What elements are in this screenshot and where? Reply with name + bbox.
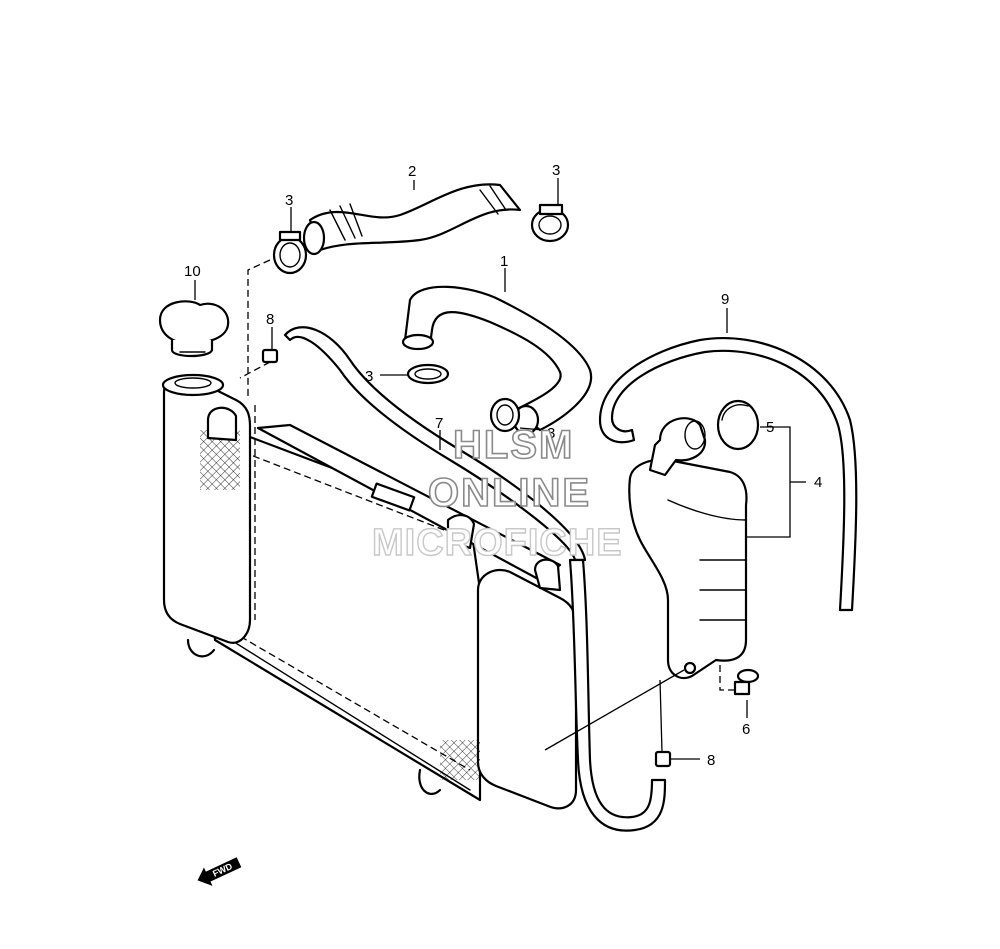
hose-clamp-lower <box>489 397 521 433</box>
callout-7: 7 <box>435 415 443 432</box>
callout-4: 4 <box>814 474 822 491</box>
watermark-line-3: MICROFICHE <box>372 522 623 564</box>
watermark-line-2: ONLINE <box>428 471 591 515</box>
radiator-cap <box>158 300 230 358</box>
callout-10: 10 <box>184 263 201 280</box>
hose-clip-upper <box>261 348 279 364</box>
hose-clip-lower <box>654 750 672 768</box>
overflow-hose-7 <box>283 326 667 832</box>
callout-9: 9 <box>721 291 729 308</box>
callout-3-middle: 3 <box>365 368 373 385</box>
assembly-lines <box>239 259 738 753</box>
reservoir-vent-hose-9 <box>598 337 858 612</box>
forward-direction-arrow: FWD <box>197 857 242 886</box>
watermark: HLSM ONLINE MICROFICHE <box>371 422 623 565</box>
leader-lines <box>194 178 806 760</box>
lower-radiator-hose <box>401 285 593 436</box>
callout-5: 5 <box>766 419 774 436</box>
callout-3-upper-right: 3 <box>552 162 560 179</box>
callout-8-upper: 8 <box>266 311 274 328</box>
mounting-bolt <box>733 668 760 696</box>
reservoir-tank <box>628 417 748 680</box>
callout-1: 1 <box>500 253 508 270</box>
hose-clamp-upper-left <box>272 230 308 275</box>
callout-6: 6 <box>742 721 750 738</box>
hose-clamp-middle <box>406 363 450 385</box>
reservoir-cap <box>716 399 760 451</box>
radiator-core <box>161 373 578 810</box>
hose-clamp-upper-right <box>530 203 570 243</box>
callout-8-lower: 8 <box>707 752 715 769</box>
upper-radiator-hose <box>302 183 522 256</box>
watermark-line-1: HLSM <box>453 423 574 467</box>
callout-3-lower: 3 <box>547 425 555 442</box>
callout-2: 2 <box>408 163 416 180</box>
callout-3-upper-left: 3 <box>285 192 293 209</box>
